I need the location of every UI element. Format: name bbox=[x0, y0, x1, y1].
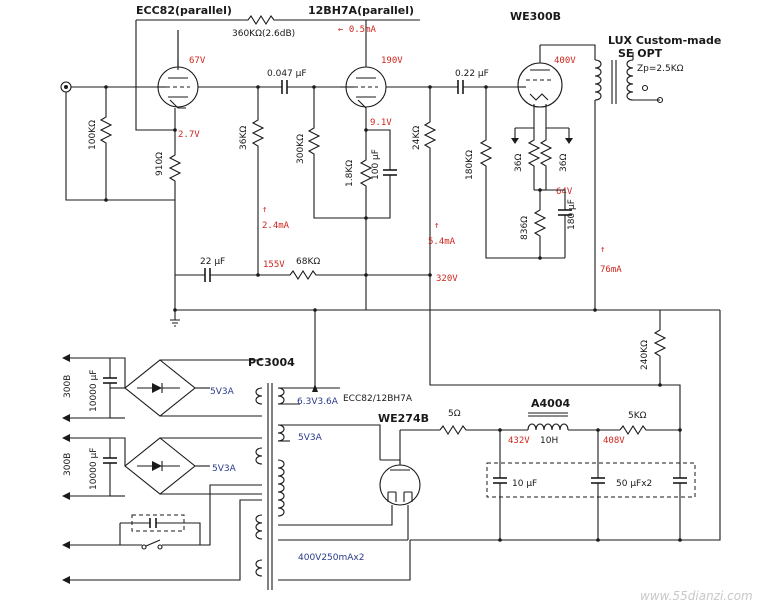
power-transformer bbox=[255, 383, 285, 590]
tube-we274b bbox=[379, 464, 421, 506]
label-we274b: WE274B bbox=[378, 412, 429, 425]
label-we300b: WE300B bbox=[510, 10, 561, 23]
label-heater1b: ECC82/12BH7A bbox=[343, 394, 413, 404]
tube-we300b bbox=[517, 45, 563, 120]
label-r18k: 1.8KΩ bbox=[345, 160, 355, 187]
label-v5v3a-3: 5V3A bbox=[298, 433, 323, 443]
label-r180k: 180KΩ bbox=[465, 150, 475, 180]
voltage-400v: 400V bbox=[554, 56, 576, 66]
filter-capacitor-box bbox=[486, 462, 696, 498]
label-c10000b: 10000 µF bbox=[89, 448, 99, 490]
label-zp: Zp=2.5KΩ bbox=[637, 64, 684, 74]
output-transformer bbox=[540, 44, 664, 104]
label-r36b: 36Ω bbox=[559, 154, 569, 172]
voltage-320v: 320V bbox=[436, 274, 458, 284]
label-r24k: 24KΩ bbox=[412, 126, 422, 150]
label-300b-b: 300B bbox=[63, 453, 73, 476]
label-r100k: 100KΩ bbox=[88, 120, 98, 150]
current-76ma: 76mA bbox=[600, 265, 622, 275]
current-05ma: ← 0.5mA bbox=[338, 25, 377, 35]
input-jack bbox=[60, 81, 72, 93]
current-5-4ma: 5.4mA bbox=[428, 237, 456, 247]
watermark: www.55dianzi.com bbox=[640, 589, 753, 603]
label-c100u: 100 µF bbox=[371, 149, 381, 180]
ground-symbol bbox=[170, 319, 180, 327]
label-v5v3a-1: 5V3A bbox=[210, 387, 235, 397]
label-seopt: SE OPT bbox=[618, 47, 663, 60]
bridge-rectifier-2 bbox=[124, 437, 196, 495]
label-pc3004: PC3004 bbox=[248, 356, 295, 369]
label-lux: LUX Custom-made bbox=[608, 34, 721, 47]
label-ecc82: ECC82(parallel) bbox=[136, 4, 232, 17]
label-heater1: 6.3V3.6A bbox=[297, 397, 339, 407]
voltage-2-7v: 2.7V bbox=[178, 130, 200, 140]
tube-12bh7a bbox=[340, 20, 387, 130]
label-hv: 400V250mAx2 bbox=[298, 553, 365, 563]
label-c10u: 10 µF bbox=[512, 479, 537, 489]
label-r240k: 240KΩ bbox=[640, 340, 650, 370]
label-r910: 910Ω bbox=[155, 152, 165, 176]
label-c180u: 180 µF bbox=[567, 199, 577, 230]
label-a4004: A4004 bbox=[531, 397, 570, 410]
label-r360k: 360KΩ(2.6dB) bbox=[232, 29, 295, 39]
mains-switch bbox=[131, 514, 185, 550]
current-2-4ma: 2.4mA bbox=[262, 221, 290, 231]
voltage-67v: 67V bbox=[189, 56, 206, 66]
label-r5k: 5KΩ bbox=[628, 411, 647, 421]
voltage-64v: 64V bbox=[556, 187, 573, 197]
arrow-5-4ma: ↑ bbox=[434, 221, 439, 231]
label-c047: 0.047 µF bbox=[267, 69, 307, 79]
label-r36a: 36Ω bbox=[514, 154, 524, 172]
label-l10h: 10H bbox=[540, 436, 558, 446]
label-c50u: 50 µFx2 bbox=[616, 479, 652, 489]
arrow-76ma: ↑ bbox=[600, 245, 605, 255]
label-c022: 0.22 µF bbox=[455, 69, 489, 79]
voltage-190v: 190V bbox=[381, 56, 403, 66]
voltage-155v: 155V bbox=[263, 260, 285, 270]
label-v5v3a-2: 5V3A bbox=[212, 464, 237, 474]
label-r68k: 68KΩ bbox=[296, 257, 320, 267]
label-c10000a: 10000 µF bbox=[89, 370, 99, 412]
label-r5: 5Ω bbox=[448, 409, 461, 419]
label-300b-a: 300B bbox=[63, 375, 73, 398]
label-r36k: 36KΩ bbox=[239, 126, 249, 150]
bridge-rectifier-1 bbox=[124, 359, 196, 417]
voltage-432v: 432V bbox=[508, 436, 530, 446]
label-r300k: 300KΩ bbox=[296, 134, 306, 164]
label-r836: 836Ω bbox=[520, 216, 530, 240]
arrow-2-4ma: ↑ bbox=[262, 205, 267, 215]
label-c22u: 22 µF bbox=[200, 257, 225, 267]
voltage-9-1v: 9.1V bbox=[370, 118, 392, 128]
label-12bh7a: 12BH7A(parallel) bbox=[308, 4, 414, 17]
voltage-408v: 408V bbox=[603, 436, 625, 446]
